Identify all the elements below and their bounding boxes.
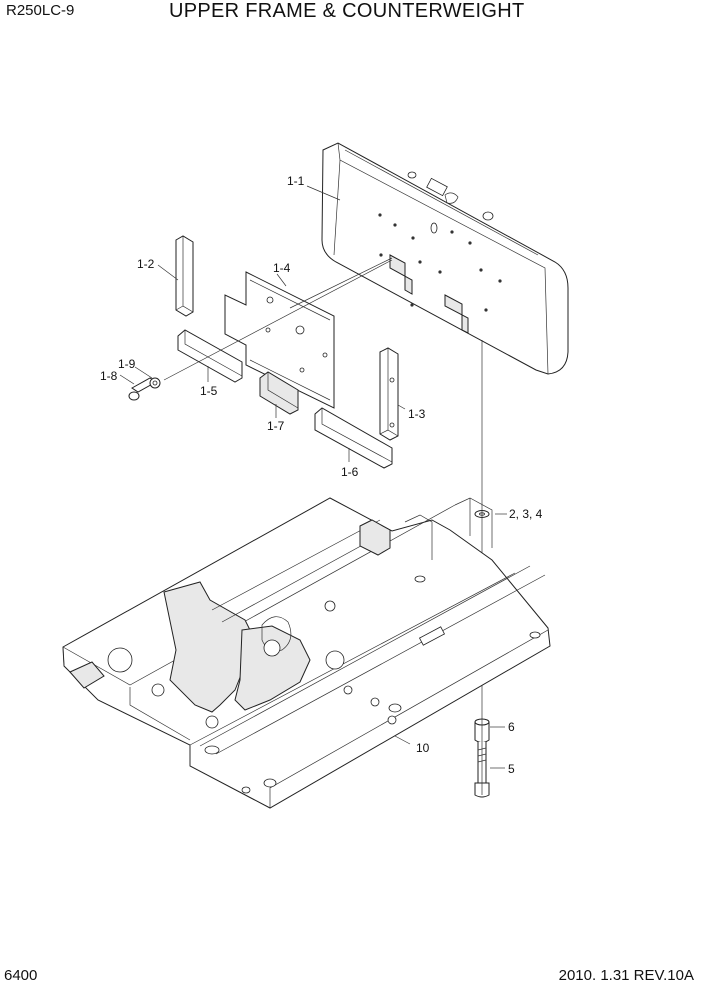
callout-5: 5 <box>508 762 515 776</box>
callout-1-4: 1-4 <box>273 261 291 275</box>
counterweight-part <box>321 142 569 375</box>
callout-1-8: 1-8 <box>100 369 118 383</box>
callout-1-9: 1-9 <box>118 357 136 371</box>
washer-1-9-part <box>149 377 161 389</box>
page-title: UPPER FRAME & COUNTERWEIGHT <box>169 0 525 22</box>
callout-1-1: 1-1 <box>287 174 305 188</box>
callout-1-7: 1-7 <box>267 419 285 433</box>
revision-date: 2010. 1.31 REV.10A <box>558 967 694 984</box>
block-1-7-part <box>259 371 299 415</box>
callout-2-3-4: 2, 3, 4 <box>509 507 543 521</box>
bar-1-6-part <box>314 407 393 469</box>
page-number: 6400 <box>4 967 38 984</box>
upper-frame-part <box>62 497 551 809</box>
callout-1-2: 1-2 <box>137 257 155 271</box>
callout-1-6: 1-6 <box>341 465 359 479</box>
callout-6: 6 <box>508 720 515 734</box>
right-bracket-part <box>379 347 399 441</box>
model-number: R250LC-9 <box>6 2 75 19</box>
callout-1-5: 1-5 <box>200 384 218 398</box>
callout-10: 10 <box>416 741 430 755</box>
mounting-plate-part <box>224 271 335 409</box>
left-bracket-part <box>175 235 194 317</box>
callout-1-3: 1-3 <box>408 407 426 421</box>
leader-lines <box>119 185 507 769</box>
